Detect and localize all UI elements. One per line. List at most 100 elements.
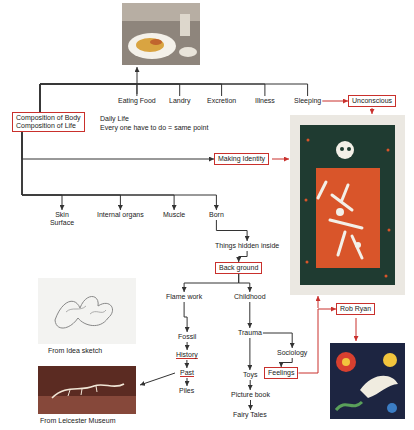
eye: [347, 147, 351, 151]
photo-ground: [122, 3, 200, 65]
connector: [40, 84, 308, 112]
artwork-frame: [290, 115, 405, 295]
skeleton-artwork: [290, 115, 405, 295]
connector: [250, 380, 251, 390]
leader-line: [318, 296, 319, 308]
node-text: Unconscious: [352, 97, 392, 105]
bird: [360, 376, 398, 398]
bone-joint: [355, 242, 361, 248]
connector: [249, 338, 250, 370]
outlined-node: Rob Ryan: [336, 303, 375, 315]
text-node: Trauma: [237, 328, 263, 338]
text-node: Excretion: [206, 96, 237, 106]
sketch-paper: [38, 278, 136, 344]
dot: [385, 275, 388, 278]
connector: [22, 132, 216, 210]
text-node: Internal organs: [96, 210, 145, 220]
outlined-node: Feelings: [264, 367, 298, 379]
note-text: Every one have to do = same point: [100, 124, 208, 132]
connector: [40, 84, 265, 112]
text-node: Piles: [178, 386, 195, 396]
node-text: Internal organs: [97, 211, 144, 219]
node-text: Muscle: [163, 211, 185, 219]
dot: [307, 139, 310, 142]
text-node: History: [175, 350, 199, 360]
blanket: [316, 168, 380, 268]
connector: [250, 400, 251, 410]
connector: [299, 309, 337, 373]
node-text: Feelings: [268, 369, 294, 377]
image-caption: From Idea sketch: [48, 347, 102, 355]
glass: [180, 14, 190, 36]
connector: [40, 84, 180, 112]
node-text: Trauma: [238, 329, 262, 337]
leader-line: [356, 318, 357, 341]
leader-line: [272, 159, 289, 160]
node-text: History: [176, 351, 198, 359]
connector: [187, 378, 188, 386]
text-node: Fairy Tales: [232, 410, 268, 420]
connector: [322, 101, 348, 102]
flower: [387, 403, 397, 413]
text-node: Toys: [242, 370, 258, 380]
leaf: [336, 402, 362, 410]
sketch-lines: [66, 306, 106, 314]
skull: [336, 141, 354, 159]
connector: [184, 302, 187, 332]
node-text: Composition of Life: [16, 122, 81, 130]
node-text: Toys: [243, 371, 257, 379]
picture-ground: [330, 343, 405, 419]
dot: [305, 199, 308, 202]
photo-floor: [38, 396, 136, 414]
museum-photo: [38, 366, 136, 414]
text-node: Fossil: [177, 332, 197, 342]
note-text: Daily Life: [100, 115, 129, 123]
text-node: Past: [179, 368, 195, 378]
leader-line: [140, 373, 175, 385]
node-text: Childhood: [234, 293, 266, 301]
connector: [239, 274, 250, 292]
node-text: Composition of Body: [16, 114, 81, 122]
node-text: Fossil: [178, 333, 196, 341]
idea-sketch: [38, 278, 136, 344]
text-node: Childhood: [233, 292, 267, 302]
text-node: Things hidden inside: [214, 241, 280, 251]
connector: [22, 132, 120, 210]
rob-ryan-picture: [330, 343, 405, 419]
text-node: Skin Surface: [45, 210, 79, 228]
node-text: Past: [180, 369, 194, 377]
image-caption: From Leicester Museum: [40, 417, 115, 425]
text-node: Sociology: [276, 348, 308, 358]
eye: [340, 147, 344, 151]
bone-joint: [336, 208, 344, 216]
node-text: Making Identity: [218, 155, 265, 163]
connector: [22, 132, 174, 210]
connector: [22, 132, 214, 159]
dot: [388, 229, 391, 232]
text-node: Picture book: [230, 390, 271, 400]
text-node: Illness: [254, 96, 276, 106]
bones: [318, 182, 362, 258]
flower: [336, 352, 356, 372]
artwork-panel: [300, 125, 395, 285]
text-node: Landry: [168, 96, 191, 106]
flower: [342, 358, 350, 366]
cup: [179, 47, 197, 57]
photo-ground: [38, 366, 136, 414]
node-text: Born: [209, 211, 224, 219]
connector: [281, 358, 292, 367]
dot: [306, 261, 309, 264]
connector: [239, 251, 247, 262]
connector: [187, 342, 188, 350]
node-text: Excretion: [207, 97, 236, 105]
node-text: Skin Surface: [46, 211, 78, 227]
node-text: Eating Food: [118, 97, 156, 105]
connector: [186, 360, 187, 368]
connector: [184, 274, 239, 292]
outlined-node: Making Identity: [214, 153, 269, 165]
food-photo: [122, 3, 200, 65]
text-node: Born: [208, 210, 225, 220]
node-text: Flame work: [166, 293, 202, 301]
node-text: Rob Ryan: [340, 305, 371, 313]
